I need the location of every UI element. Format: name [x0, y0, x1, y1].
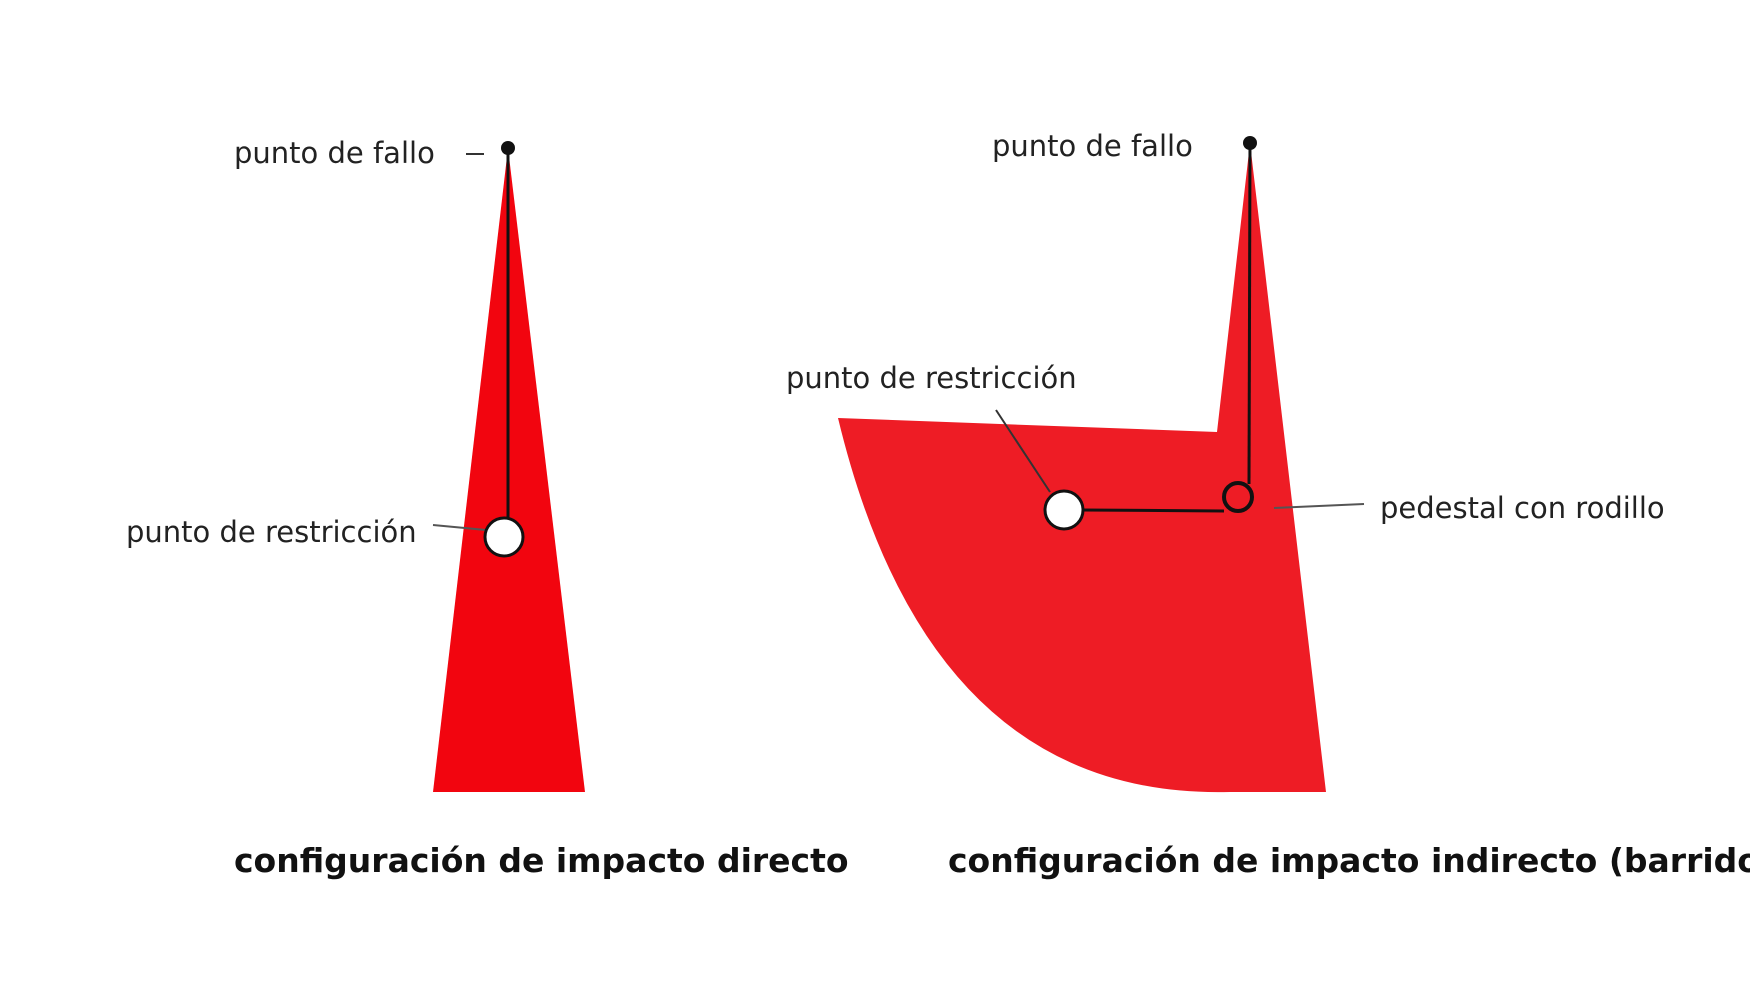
direct-restraint-point — [483, 516, 525, 558]
indirect-restraint-point-label: punto de restricción — [786, 361, 1077, 395]
roller-pedestal-leader — [1273, 503, 1365, 509]
direct-impact-panel: punto de fallo punto de restricción conf… — [126, 136, 849, 880]
indirect-lanyard-vertical — [1247, 142, 1252, 485]
indirect-impact-fall-zone — [838, 143, 1326, 793]
indirect-restraint-point-leader — [995, 409, 1051, 493]
direct-failure-point-label: punto de fallo — [234, 136, 435, 170]
direct-failure-point-dot — [501, 141, 515, 155]
direct-restraint-point-leader — [432, 524, 487, 531]
indirect-lanyard-horizontal — [1081, 508, 1225, 513]
direct-impact-caption: configuración de impacto directo — [234, 841, 849, 880]
direct-restraint-point-label: punto de restricción — [126, 515, 417, 549]
indirect-failure-point-dot — [1243, 136, 1257, 150]
roller-pedestal — [1222, 481, 1254, 513]
indirect-restraint-point — [1043, 489, 1085, 531]
indirect-impact-caption: configuración de impacto indirecto (barr… — [948, 841, 1750, 880]
indirect-failure-point-label: punto de fallo — [992, 129, 1193, 163]
indirect-impact-panel: punto de fallo punto de restricción pede… — [786, 129, 1750, 880]
roller-pedestal-label: pedestal con rodillo — [1380, 491, 1665, 525]
